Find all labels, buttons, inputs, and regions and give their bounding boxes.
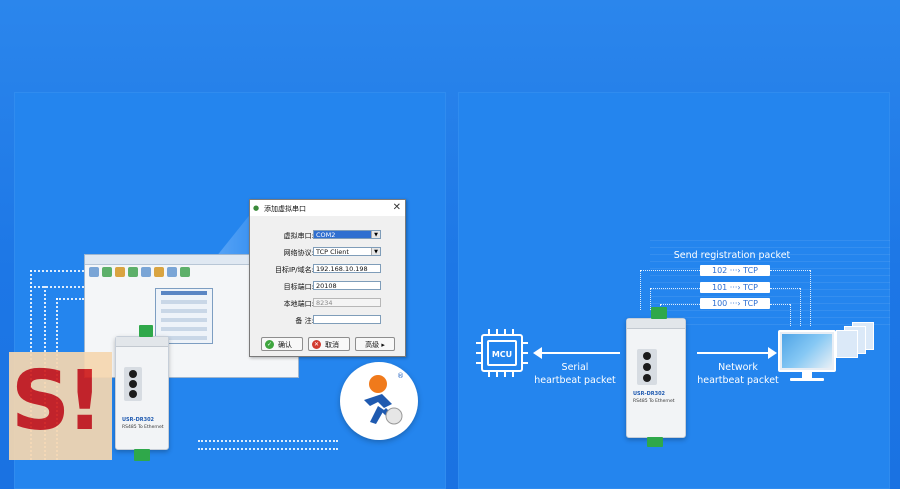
registered-mark: ® [397, 372, 404, 380]
chevron-down-icon[interactable]: ▼ [371, 248, 380, 255]
serial-heartbeat-label: Serial heartbeat packet [534, 362, 616, 386]
local-port-input[interactable]: 8234 [313, 298, 381, 307]
close-icon[interactable]: ✕ [392, 202, 401, 213]
remark-input[interactable] [313, 315, 381, 324]
advanced-button-label: 高级 ▸ [365, 341, 385, 349]
device-brand: USR-DR302 [122, 417, 155, 423]
field-label-virtual-port: 虚拟串口: [283, 232, 314, 240]
chevron-down-icon[interactable]: ▼ [371, 231, 380, 238]
arrow-right-icon [768, 347, 777, 359]
tool-icon[interactable] [115, 267, 125, 277]
monitor-icon [778, 330, 836, 372]
cancel-button[interactable]: ✕ 取消 [308, 337, 350, 351]
mini-dialog [155, 288, 213, 344]
ok-button[interactable]: ✓ 确认 [261, 337, 303, 351]
runner-icon [364, 375, 403, 425]
terminal-block-top [651, 307, 667, 319]
field-label-local-port: 本地端口: [283, 300, 314, 308]
target-port-input[interactable]: 20108 [313, 281, 381, 290]
led-panel [124, 367, 142, 401]
device-top-strip [116, 337, 168, 347]
virtual-port-select[interactable]: COM2 ▼ [313, 230, 381, 239]
advanced-button[interactable]: 高级 ▸ [355, 337, 395, 351]
terminal-block-top [139, 325, 153, 337]
dialog-title: 添加虚拟串口 [264, 205, 306, 213]
device-top-strip [627, 319, 685, 329]
led-panel [637, 349, 657, 385]
tool-icon[interactable] [128, 267, 138, 277]
software-titlebar [85, 255, 298, 265]
tool-icon[interactable] [180, 267, 190, 277]
device-brand: USR-DR302 [633, 391, 666, 397]
dialog-titlebar: ● 添加虚拟串口 ✕ [250, 200, 405, 216]
tool-icon[interactable] [167, 267, 177, 277]
tool-icon[interactable] [102, 267, 112, 277]
serial-arrow [540, 352, 620, 354]
check-icon: ✓ [265, 340, 274, 349]
field-label-remark: 备 注: [295, 317, 314, 325]
target-ip-input[interactable]: 192.168.10.198 [313, 264, 381, 273]
field-label-target-ip: 目标IP/域名: [274, 266, 314, 274]
right-device: USR-DR302 RS485 To Ethernet [626, 307, 686, 447]
add-virtual-port-dialog: ● 添加虚拟串口 ✕ 虚拟串口: COM2 ▼ 网络协议: TCP Client… [249, 199, 406, 357]
cancel-button-label: 取消 [325, 341, 339, 349]
app-icon: ● [253, 204, 260, 212]
packet-101: 101 ···› TCP [700, 282, 770, 293]
network-heartbeat-label: Network heartbeat packet [697, 362, 779, 386]
watermark-text: S! [11, 354, 103, 449]
packet-100: 100 ···› TCP [700, 298, 770, 309]
monitor-base [790, 378, 824, 381]
mcu-chip-icon: MCU [481, 334, 523, 372]
left-device: USR-DR302 RS485 To Ethernet [115, 325, 169, 461]
field-label-target-port: 目标端口: [283, 283, 314, 291]
protocol-value: TCP Client [316, 248, 349, 256]
tool-icon[interactable] [141, 267, 151, 277]
field-label-protocol: 网络协议: [283, 249, 314, 257]
screen-card [836, 330, 858, 358]
device-model: RS485 To Ethernet [633, 399, 675, 404]
tool-icon[interactable] [89, 267, 99, 277]
packet-102: 102 ···› TCP [700, 265, 770, 276]
registration-label: Send registration packet [673, 250, 791, 261]
terminal-block-bottom [134, 449, 150, 461]
ok-button-label: 确认 [278, 341, 292, 349]
terminal-block-bottom [647, 437, 663, 447]
protocol-select[interactable]: TCP Client ▼ [313, 247, 381, 256]
network-arrow [697, 352, 769, 354]
watermark: S! [9, 352, 112, 460]
data-stripes [650, 240, 890, 330]
mcu-label: MCU [487, 340, 517, 366]
virtual-port-value: COM2 [316, 231, 336, 239]
tool-icon[interactable] [154, 267, 164, 277]
monitor-screen [782, 334, 832, 368]
software-toolbar [85, 265, 298, 285]
arrow-left-icon [533, 347, 542, 359]
monitor-stand [802, 372, 812, 378]
brand-logo: ® [340, 362, 418, 440]
device-model: RS485 To Ethernet [122, 425, 164, 430]
cancel-icon: ✕ [312, 340, 321, 349]
